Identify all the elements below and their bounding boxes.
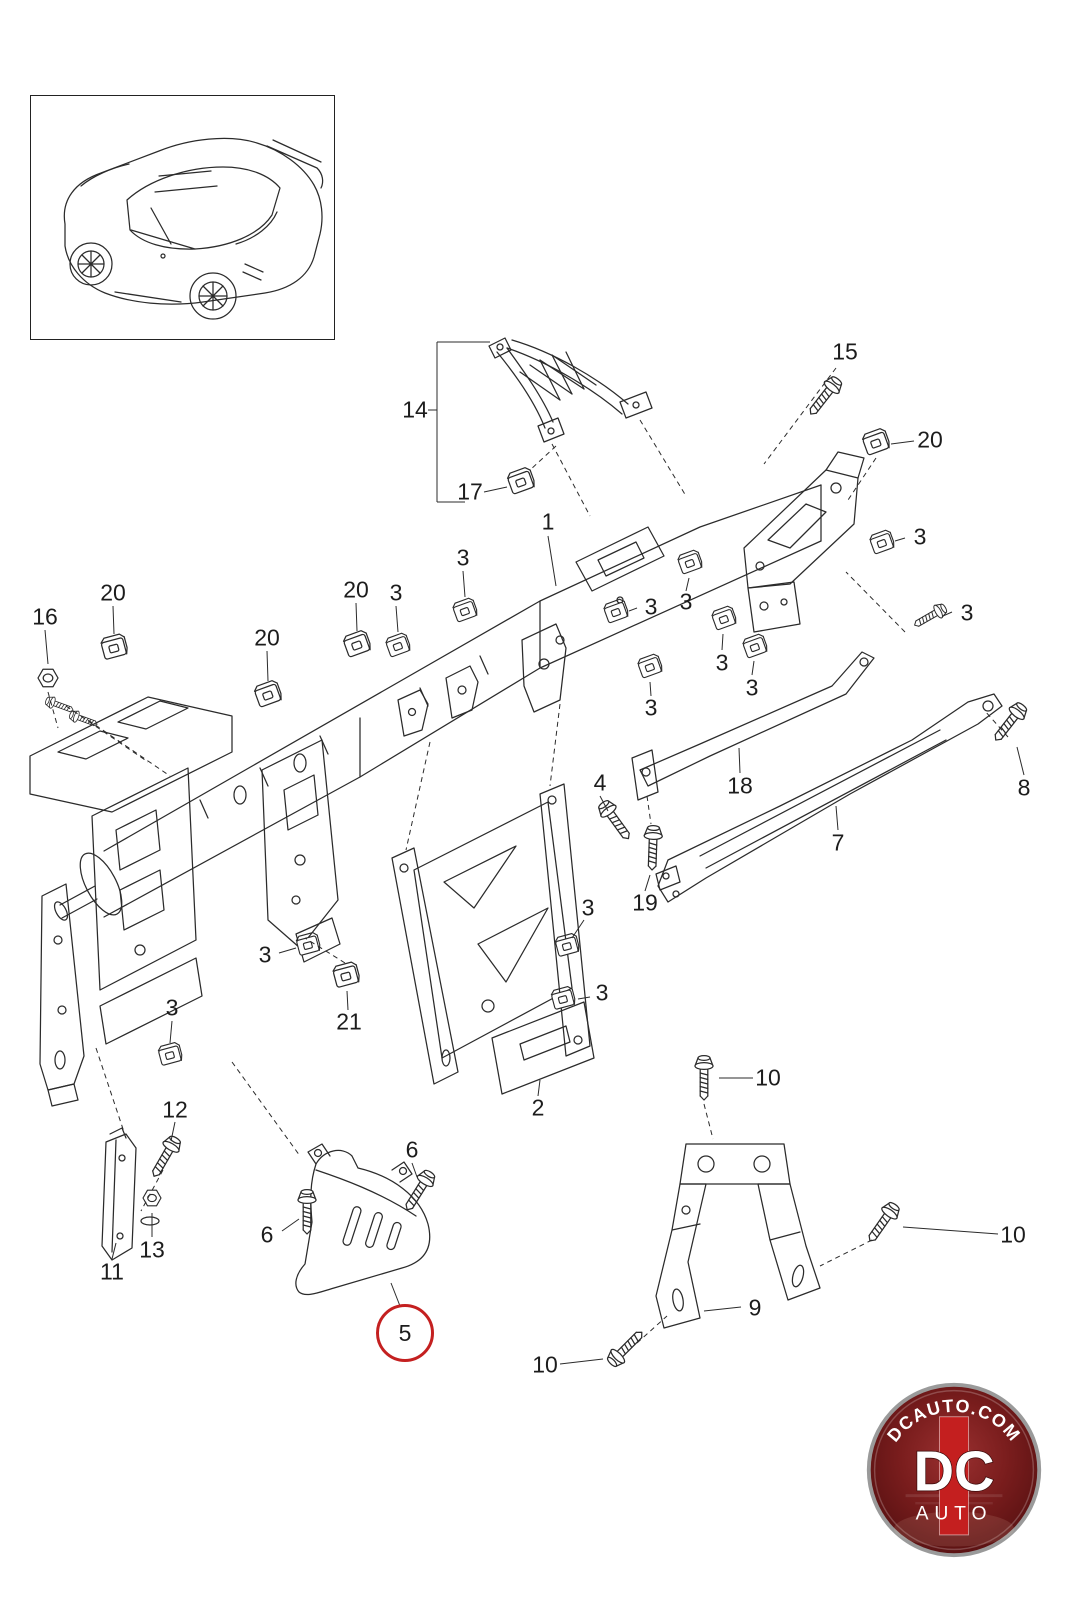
- logo-sub-text: AUTO: [916, 1502, 993, 1524]
- leader-lines: [44, 341, 1025, 1365]
- fastener-nuts: [37, 668, 162, 1226]
- part-lower-u-bracket: [655, 1143, 821, 1329]
- assembly-dashed-lines: [47, 367, 1009, 1344]
- vehicle-line-art: [63, 137, 324, 320]
- part-lower-diagonal-brace: [655, 693, 1003, 903]
- fastener-bolts: [43, 372, 1031, 1371]
- dcauto-logo: DCAUTO.COM DC AUTO: [866, 1382, 1042, 1558]
- logo-stripe: [938, 1416, 970, 1536]
- part-wishbone-brace: [488, 337, 653, 443]
- dcauto-logo-badge: DCAUTO.COM DC AUTO: [862, 1378, 1046, 1562]
- part-upper-diagonal-brace: [631, 651, 875, 801]
- logo-main-text: DC: [913, 1439, 994, 1502]
- part-right-end-bracket: [743, 451, 865, 633]
- part-left-end-bracket-assembly: [29, 696, 341, 1107]
- part-gusset-bracket: [295, 1143, 431, 1296]
- vehicle-thumbnail-box: [30, 95, 335, 340]
- part-crossmember-tube: [53, 484, 822, 921]
- part-side-bracket: [101, 1127, 137, 1261]
- part-center-support-frame: [391, 783, 595, 1095]
